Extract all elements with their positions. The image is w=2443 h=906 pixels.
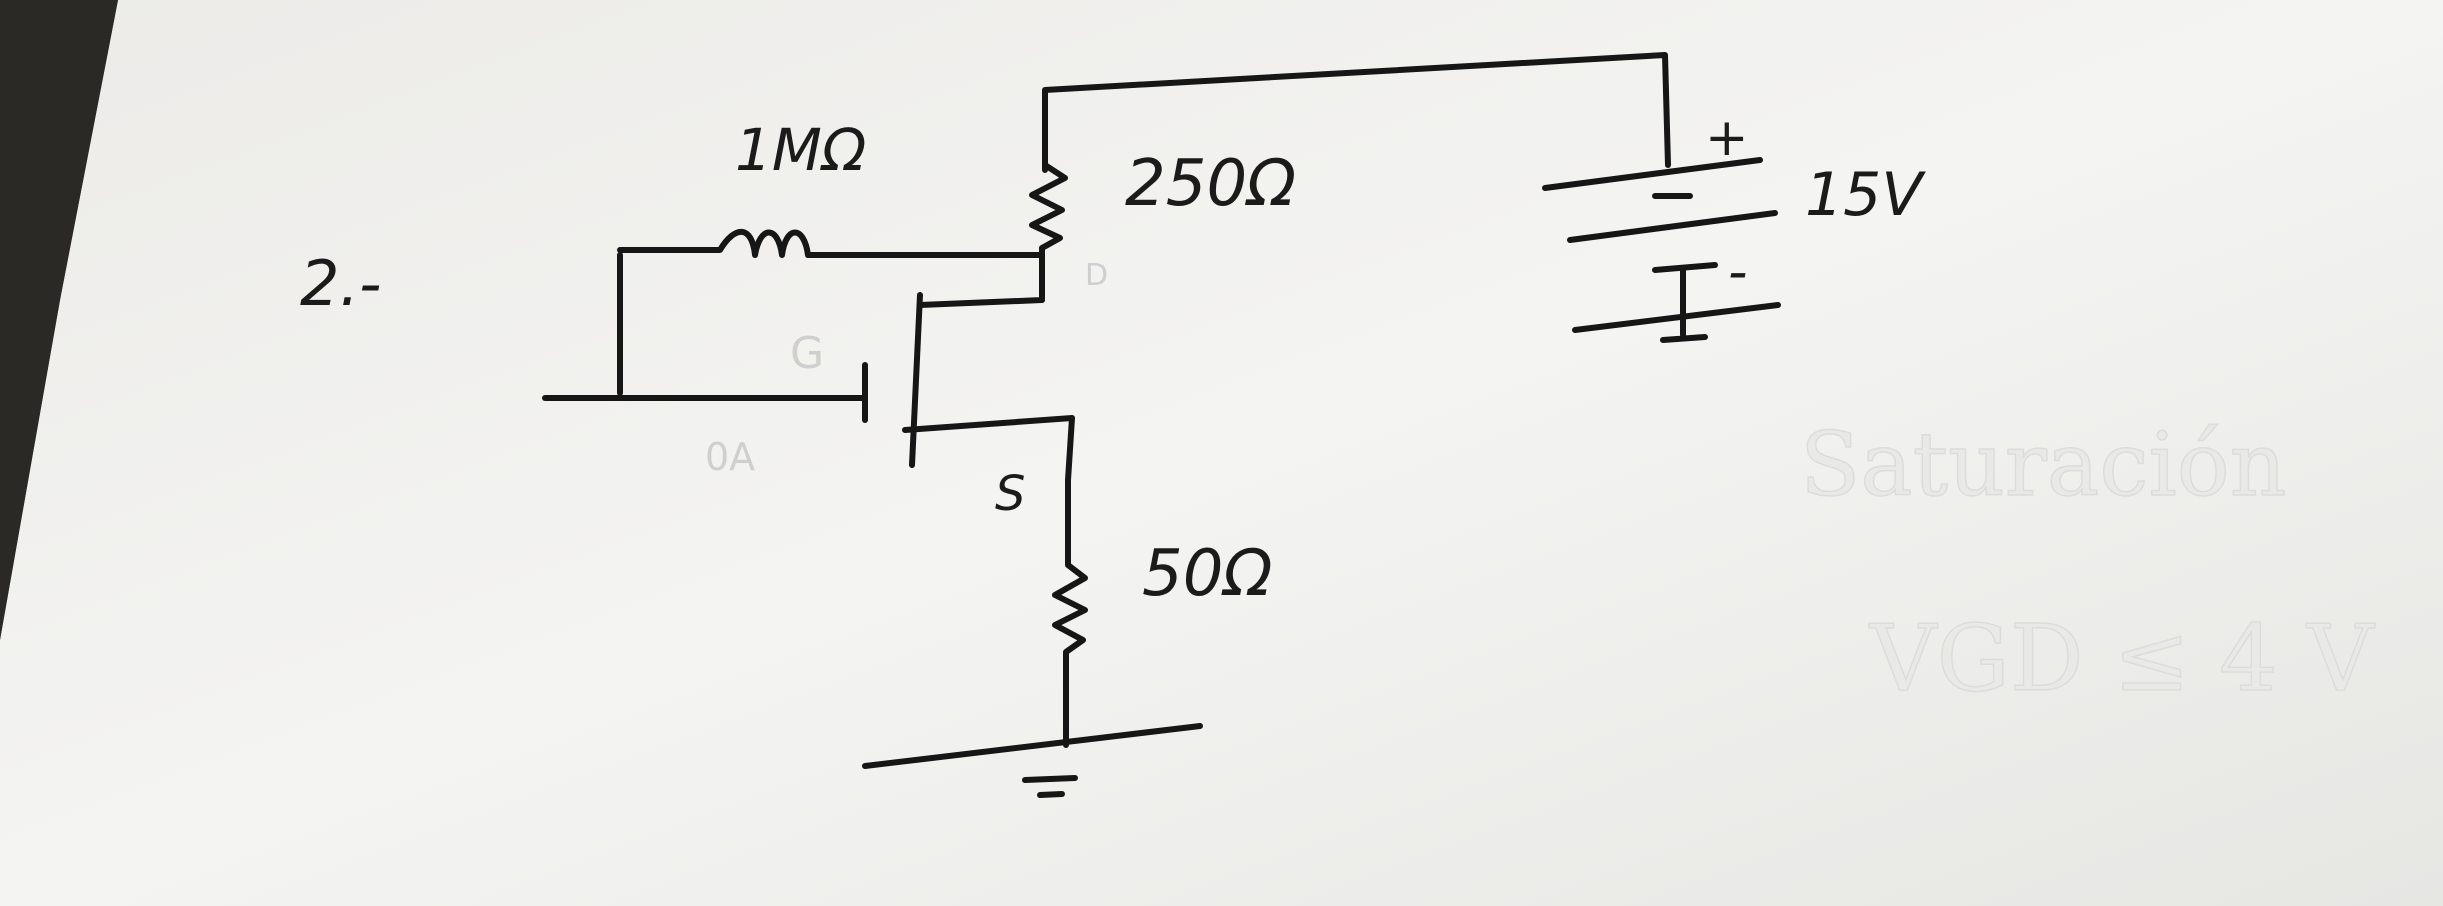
battery-plate-3: [1572, 302, 1781, 333]
drain-resistor-label: 250Ω: [1125, 147, 1296, 221]
problem-number-label: 2.-: [300, 247, 382, 320]
ground-line: [862, 723, 1203, 769]
ground-symbol: [1022, 775, 1078, 798]
supply-wire: [1042, 52, 1671, 173]
source-wire: [902, 415, 1075, 483]
battery-plate-2: [1567, 210, 1778, 243]
battery-marks: [1652, 193, 1718, 343]
gate-terminal-label: G: [790, 328, 824, 379]
battery-plate-1: [1542, 157, 1763, 191]
supply-voltage-label: 15V: [1805, 160, 1926, 230]
battery-plus-label: +: [1705, 108, 1749, 168]
gate-resistor-symbol: [617, 228, 1045, 396]
source-terminal-label: S: [995, 466, 1025, 522]
drain-wire: [917, 247, 1045, 308]
drain-terminal-label: D: [1085, 258, 1108, 293]
battery-minus-label: -: [1728, 240, 1748, 303]
paper-shadow-edge: [0, 0, 118, 640]
source-resistor-label: 50Ω: [1142, 537, 1272, 611]
drain-resistor-symbol: [1029, 162, 1068, 303]
gate-resistor-label: 1MΩ: [735, 116, 866, 184]
mosfet-channel: [909, 292, 923, 468]
embossed-note-saturation: Saturación: [1800, 413, 2286, 516]
gate-current-note: 0A: [705, 435, 755, 479]
embossed-note-vgd: VGD ≤ 4 V: [1869, 605, 2375, 712]
source-resistor-symbol: [1052, 477, 1088, 748]
